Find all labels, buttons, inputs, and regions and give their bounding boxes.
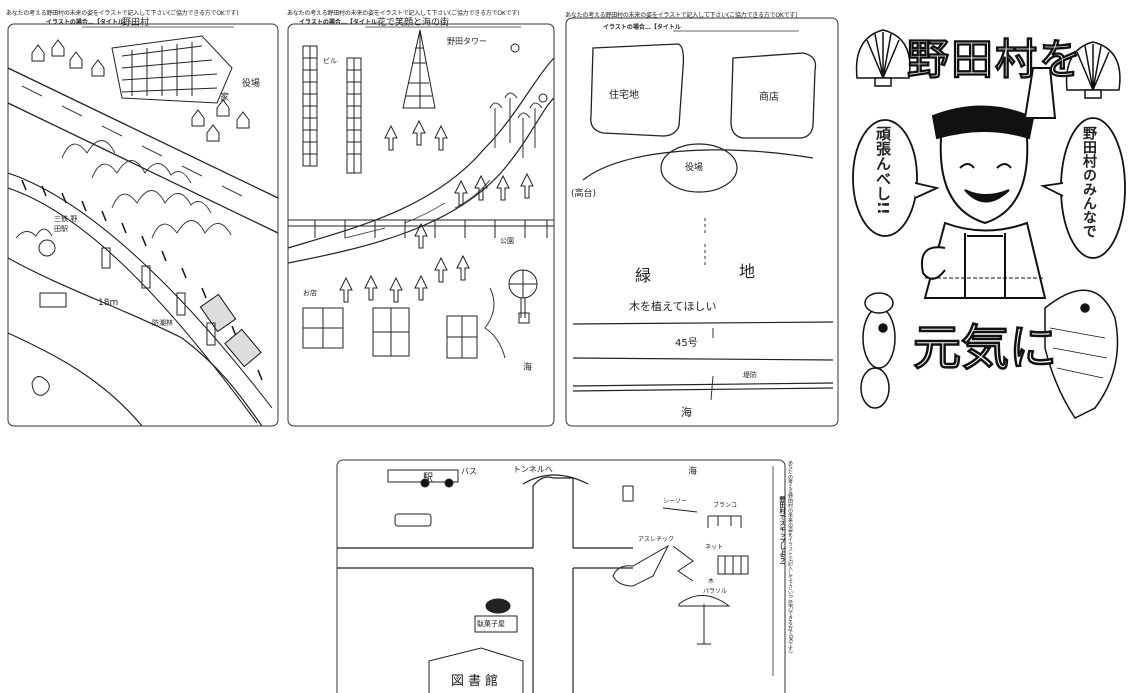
panel-5-label-library: 図書館 bbox=[451, 674, 503, 689]
panel-1-label-ie: 家 bbox=[220, 93, 230, 103]
panel-3-label-green: 緑 bbox=[635, 266, 652, 285]
panel-3-instruction: あなたの考える野田村の未来の姿をイラストで記入して下さい(ご協力できる方でOKで… bbox=[565, 12, 798, 19]
panel-5-label-umbrella: パラソル bbox=[703, 588, 728, 595]
panel-5-label-tree: 木 bbox=[708, 578, 715, 585]
panel-1-drawing bbox=[7, 23, 279, 427]
poster-bubble-right: 野田村のみんなで bbox=[1081, 126, 1097, 238]
panel-3-label-land: 地 bbox=[739, 262, 756, 281]
panel-5-label-bus: バス bbox=[461, 467, 477, 476]
panel-5-label-net: ネット bbox=[705, 544, 724, 551]
panel-5-drawing bbox=[336, 459, 786, 693]
panel-2-title: 花で笑顔と海の街 bbox=[377, 18, 450, 28]
poster-bubble-left: 頑張んべし!! bbox=[874, 126, 892, 215]
panel-3-label-route: 45号 bbox=[675, 338, 698, 349]
panel-3-drawing bbox=[565, 17, 839, 427]
panel-2-title-prefix: イラストの場合…【タイトル bbox=[299, 19, 377, 26]
panel-2-label-shop: お店 bbox=[303, 289, 317, 297]
panel-3-label-seawall: 堤防 bbox=[743, 371, 757, 379]
panel-5-label-shop: 駄菓子屋 bbox=[477, 620, 505, 628]
panel-1-instruction: あなたの考える野田村の未来の姿をイラストで記入して下さい(ご協力できる方でOKで… bbox=[6, 10, 239, 17]
panel-5-label-sea: 海 bbox=[688, 467, 698, 477]
panel-5-title: 野田村でスキップしよう! bbox=[778, 496, 785, 565]
poster-bottom-text: 元気に bbox=[912, 320, 1058, 377]
panel-1-title-prefix: イラストの場合…【タイトル bbox=[46, 19, 124, 26]
panel-3-label-shops: 商店 bbox=[759, 92, 779, 103]
panel-1-label-yakuba: 役場 bbox=[242, 79, 261, 89]
panel-3-label-highland: (高台) bbox=[571, 189, 597, 199]
poster-panel: 野田村を 頑張んべし!! 野田村のみんなで 元気に bbox=[845, 8, 1127, 428]
panel-3-label-sea: 海 bbox=[681, 406, 692, 419]
poster-title: 野田村を bbox=[906, 35, 1084, 85]
panel-1-label-height: 18m bbox=[98, 298, 119, 308]
panel-2-instruction: あなたの考える野田村の未来の姿をイラストで記入して下さい(ご協力できる方でOKで… bbox=[287, 10, 520, 17]
panel-1-label-station: 三鉄 野田駅 bbox=[54, 215, 78, 233]
poster-drawing bbox=[845, 8, 1127, 428]
panel-5-label-tunnel: トンネルへ bbox=[513, 465, 553, 474]
panel-2-label-tower: 野田タワー bbox=[447, 37, 487, 46]
panel-5-label-station: 駅 bbox=[423, 473, 433, 484]
panel-5-label-athletic: アスレチック bbox=[638, 536, 675, 543]
illustration-panel-2: あなたの考える野田村の未来の姿をイラストで記入して下さい(ご協力できる方でOKで… bbox=[285, 8, 557, 428]
panel-1-label-tree: 防潮林 bbox=[152, 319, 173, 327]
panel-3-label-town-hall: 役場 bbox=[685, 163, 704, 173]
scallop-shell-icon bbox=[855, 29, 911, 87]
panel-5-label-swing: ブランコ bbox=[713, 502, 738, 509]
illustration-panel-3: あなたの考える野田村の未来の姿をイラストで記入して下さい(ご協力できる方でOKで… bbox=[563, 8, 841, 428]
panel-2-label-park: 公園 bbox=[500, 237, 514, 245]
panel-5-instruction: あなたの考える野田村の未来の姿をイラストで記入して下さい(ご協力できる方でOKで… bbox=[787, 460, 793, 653]
panel-5-label-seesaw: シーソー bbox=[663, 498, 688, 505]
panel-2-drawing bbox=[287, 23, 555, 427]
panel-3-title-prefix: イラストの場合…【タイトル bbox=[603, 24, 681, 31]
illustration-panel-1: あなたの考える野田村の未来の姿をイラストで記入して下さい(ご協力できる方でOKで… bbox=[2, 8, 280, 428]
panel-2-label-building: ビル bbox=[323, 57, 337, 65]
illustration-panel-5: 駅 バス トンネルへ 海 シーソー ブランコ アスレチック ネット 木 パラソル… bbox=[333, 456, 803, 693]
panel-1-title: 野田村 bbox=[122, 18, 150, 28]
panel-3-label-residential: 住宅地 bbox=[609, 90, 639, 101]
scallop-shell-icon-right bbox=[1065, 41, 1121, 99]
panel-3-label-plant-trees: 木を植えてほしい bbox=[629, 300, 717, 313]
panel-2-label-sea: 海 bbox=[523, 363, 533, 373]
